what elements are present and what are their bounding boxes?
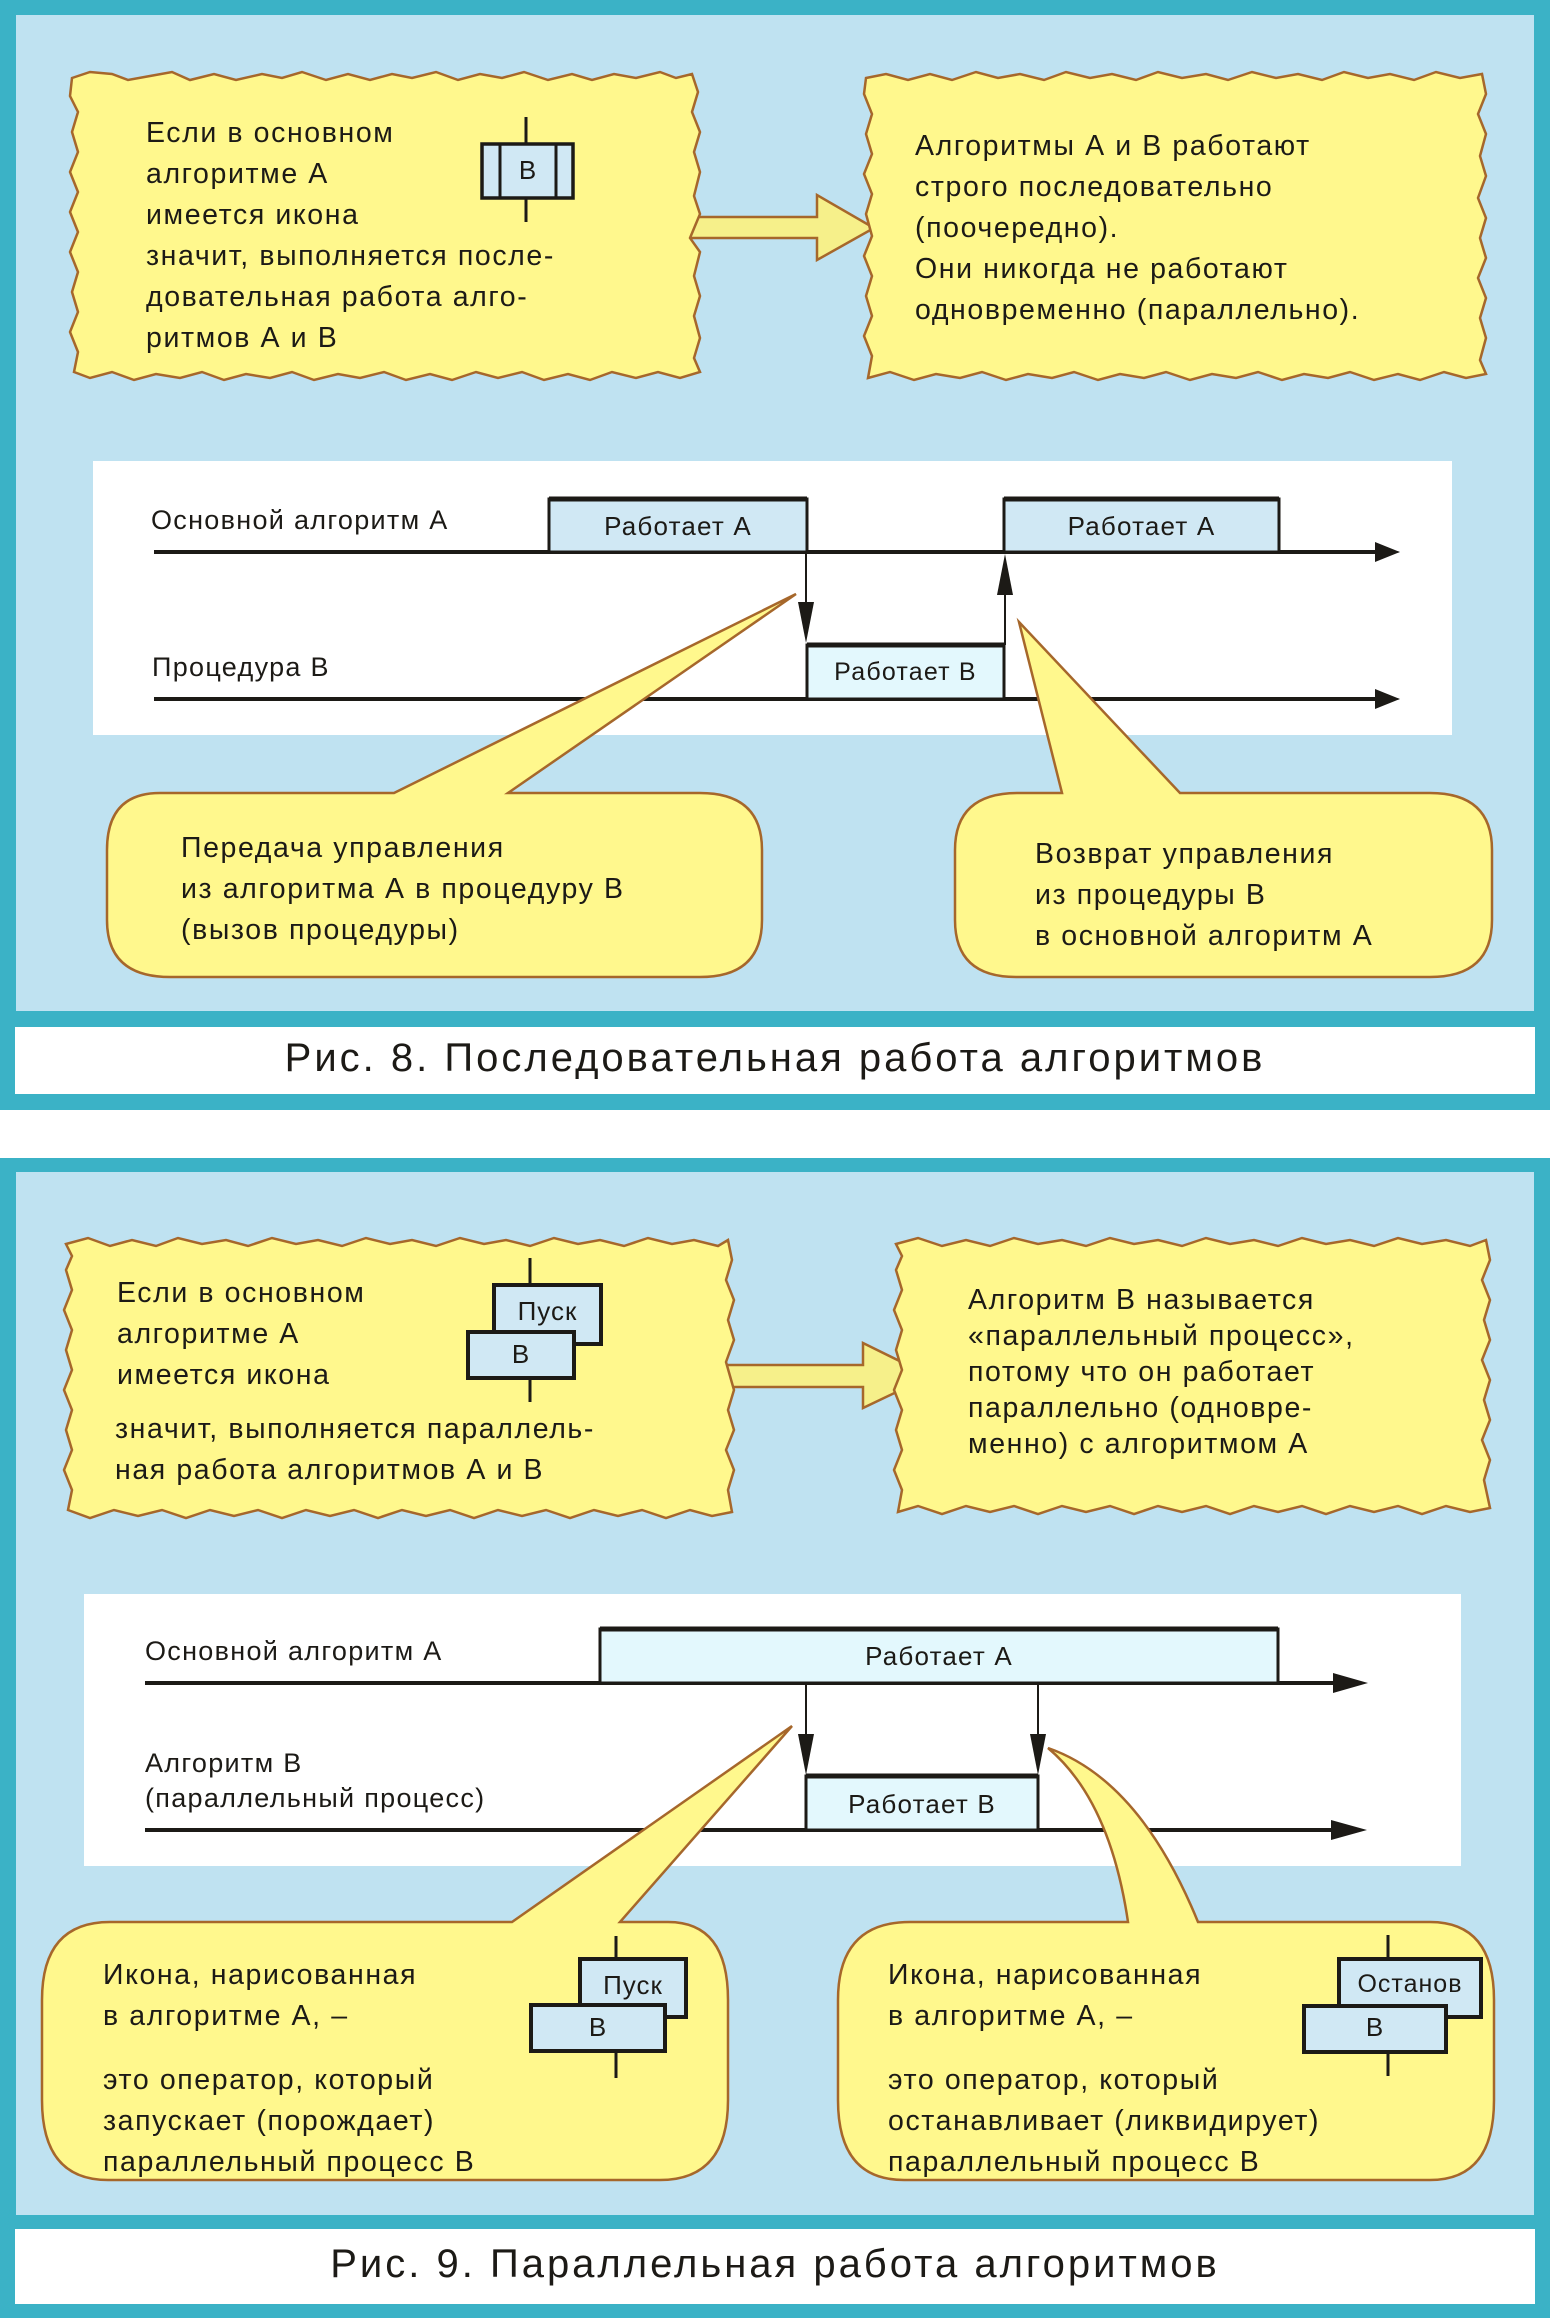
callout-return-shape [953, 617, 1494, 979]
start-process-icon [529, 1936, 688, 2078]
row-label-procedure: Процедура В [152, 652, 330, 682]
callout-start-shape [40, 1724, 793, 2182]
bar-a-label: Работает А [865, 1641, 1013, 1671]
start-process-icon [466, 1258, 603, 1402]
start-icon-top-label: Пуск [603, 1970, 663, 2000]
bar-a-2-label: Работает А [1067, 511, 1216, 541]
callout-stop-shape [836, 1746, 1496, 2182]
stop-process-icon [1302, 1935, 1483, 2076]
result-note-text: Алгоритмы А и В работают строго последов… [915, 130, 1361, 326]
condition-note-text-bottom: значит, выполняется после- довательная р… [146, 240, 555, 354]
procedure-call-icon [480, 117, 575, 222]
callout-call-text: Передача управления из алгоритма А в про… [181, 832, 625, 946]
row-label-parallel-process: Алгоритм В (параллельный процесс) [145, 1748, 486, 1813]
result-note-text: Алгоритм В называется «параллельный проц… [968, 1284, 1355, 1460]
bar-a-1-label: Работает А [604, 511, 752, 541]
figure-9-caption: Рис. 9. Параллельная работа алгоритмов [330, 2242, 1220, 2286]
result-note-shape [862, 70, 1488, 382]
figure-9-caption-box [15, 2229, 1535, 2304]
bar-a-1 [547, 497, 809, 554]
start-icon-top-label: Пуск [517, 1296, 578, 1326]
result-note-shape [892, 1236, 1492, 1516]
stop-icon-top-label: Останов [1357, 1970, 1463, 1998]
callout-start-text-top: Икона, нарисованная в алгоритме А, – [103, 1959, 418, 2032]
condition-note-text-top: Если в основном алгоритме А имеется икон… [117, 1277, 366, 1391]
figure-8 [0, 0, 1550, 1110]
start-icon-bottom-label: В [588, 2012, 608, 2042]
procedure-icon-label: В [518, 155, 538, 185]
figure-8-caption-box [15, 1027, 1535, 1094]
callout-stop-text-top: Икона, нарисованная в алгоритме А, – [888, 1959, 1203, 2032]
start-icon-bottom-label: В [511, 1339, 531, 1369]
stop-icon-bottom-label: В [1365, 2012, 1385, 2042]
figure-8-caption: Рис. 8. Последовательная работа алгоритм… [284, 1036, 1266, 1080]
callout-start-text-bottom: это оператор, который запускает (порожда… [103, 2064, 476, 2178]
callout-return-text: Возврат управления из процедуры В в осно… [1035, 838, 1374, 952]
callout-stop-text-bottom: это оператор, который останавливает (лик… [888, 2064, 1321, 2178]
bar-a-2 [1002, 497, 1281, 554]
figure-9 [0, 1158, 1550, 2318]
bar-b [804, 1774, 1040, 1832]
condition-note-text-top: Если в основном алгоритме А имеется икон… [146, 117, 395, 231]
row-label-main-algorithm: Основной алгоритм А [151, 505, 449, 535]
callout-call-shape [105, 592, 797, 979]
bar-b-label: Работает В [834, 658, 977, 686]
row-label-main-algorithm: Основной алгоритм А [145, 1636, 443, 1666]
condition-note-text-bottom: значит, выполняется параллель- ная работ… [115, 1413, 595, 1486]
implies-arrow-icon [688, 192, 877, 263]
bar-b-label: Работает В [848, 1789, 996, 1819]
